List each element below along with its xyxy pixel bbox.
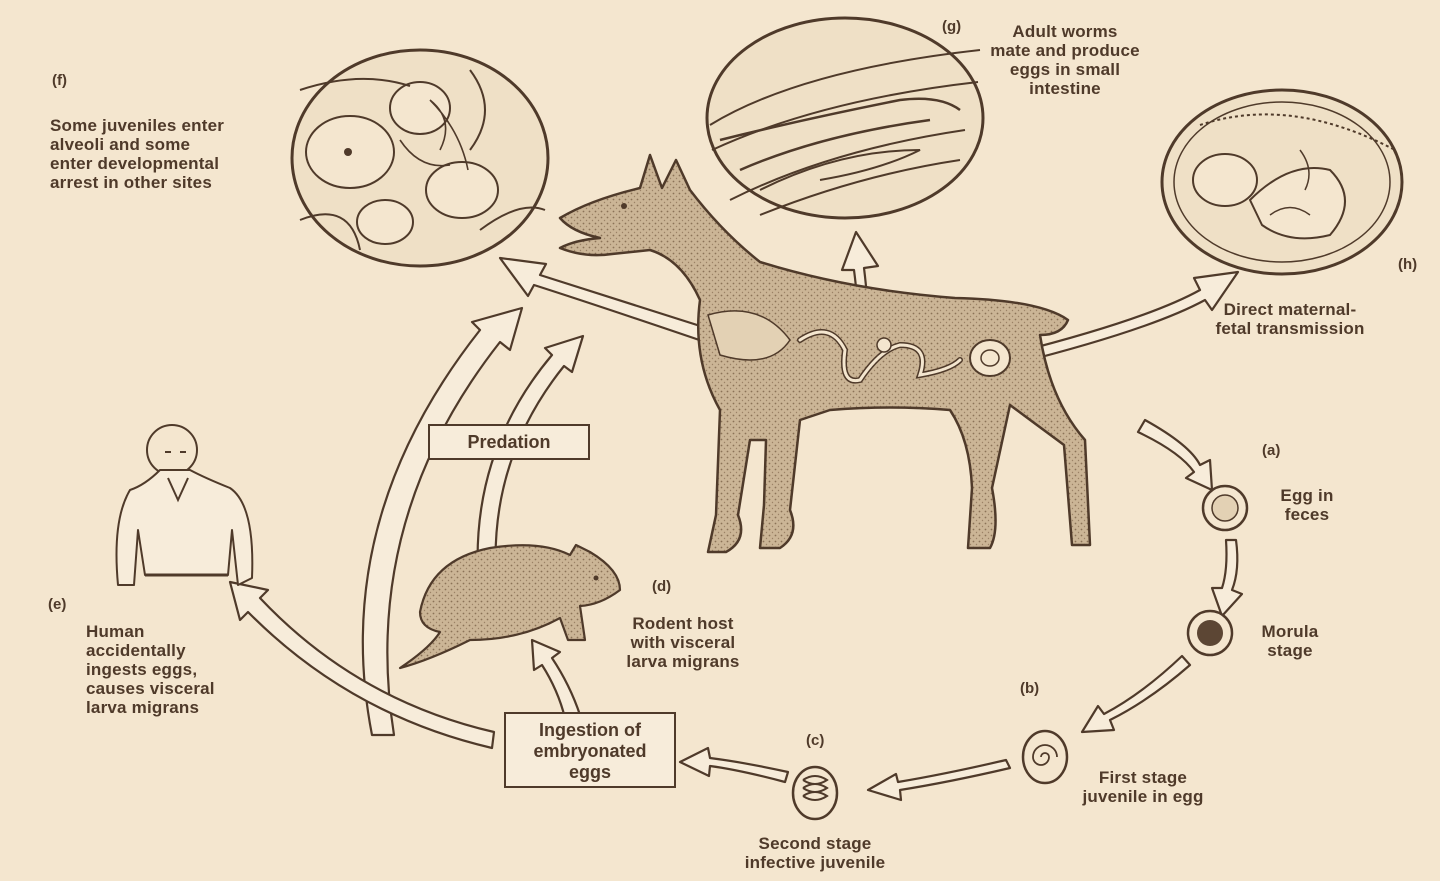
ingestion-line: eggs: [568, 762, 611, 782]
fetus-inset: [1160, 88, 1404, 276]
label-d-line: Rodent host: [632, 614, 734, 633]
alveoli-inset: [290, 48, 550, 268]
label-e-line: larva migrans: [86, 698, 200, 717]
tag-g: (g): [942, 18, 962, 35]
label-e: Human accidentally ingests eggs, causes …: [86, 622, 215, 717]
dog-host: [558, 153, 1092, 554]
label-e-line: ingests eggs,: [86, 660, 198, 679]
label-f-line: Some juveniles enter: [50, 116, 225, 135]
label-d-line: with visceral: [630, 633, 736, 652]
tag-c: (c): [806, 732, 825, 749]
ingestion-line: embryonated: [533, 741, 647, 761]
tag-a: (a): [1262, 442, 1281, 459]
tag-f: (f): [52, 72, 67, 89]
label-morula-line: Morula: [1261, 622, 1319, 641]
label-a-line: Egg in: [1280, 486, 1334, 505]
label-d: Rodent host with visceral larva migrans: [598, 614, 768, 671]
label-f-line: enter developmental: [50, 154, 220, 173]
label-f-line: alveoli and some: [50, 135, 191, 154]
label-a-line: feces: [1284, 505, 1330, 524]
label-morula: Morula stage: [1245, 622, 1335, 660]
label-c-line: Second stage: [758, 834, 872, 853]
label-g: Adult worms mate and produce eggs in sma…: [955, 22, 1175, 98]
label-b: First stage juvenile in egg: [1058, 768, 1228, 806]
label-h-line: fetal transmission: [1215, 319, 1365, 338]
label-g-line: Adult worms: [1012, 22, 1118, 41]
human-figure: [115, 424, 254, 586]
first-stage-egg: [1021, 729, 1069, 785]
ingestion-box: Ingestion of embryonated eggs: [504, 712, 676, 788]
label-g-line: eggs in small: [1009, 60, 1121, 79]
label-a: Egg in feces: [1262, 486, 1352, 524]
label-b-line: juvenile in egg: [1082, 787, 1204, 806]
life-stages: [791, 484, 1249, 821]
label-c-line: infective juvenile: [744, 853, 886, 872]
label-e-line: causes visceral: [86, 679, 215, 698]
intestine-inset: [705, 16, 985, 220]
label-e-line: Human: [86, 622, 145, 641]
label-f-line: arrest in other sites: [50, 173, 212, 192]
label-h: Direct maternal- fetal transmission: [1180, 300, 1400, 338]
label-c: Second stage infective juvenile: [730, 834, 900, 872]
cycle-arrows: [228, 230, 1244, 802]
ingestion-line: Ingestion of: [539, 720, 641, 740]
label-g-line: intestine: [1029, 79, 1101, 98]
label-morula-line: stage: [1267, 641, 1313, 660]
predation-box: Predation: [428, 424, 590, 460]
tag-b: (b): [1020, 680, 1040, 697]
rodent-host: [398, 543, 622, 670]
tag-e: (e): [48, 596, 67, 613]
label-b-line: First stage: [1098, 768, 1188, 787]
label-e-line: accidentally: [86, 641, 186, 660]
label-f: Some juveniles enter alveoli and some en…: [50, 116, 224, 192]
label-h-line: Direct maternal-: [1223, 300, 1357, 319]
tag-d: (d): [652, 578, 672, 595]
tag-h: (h): [1398, 256, 1418, 273]
label-d-line: larva migrans: [626, 652, 740, 671]
label-g-line: mate and produce: [990, 41, 1140, 60]
